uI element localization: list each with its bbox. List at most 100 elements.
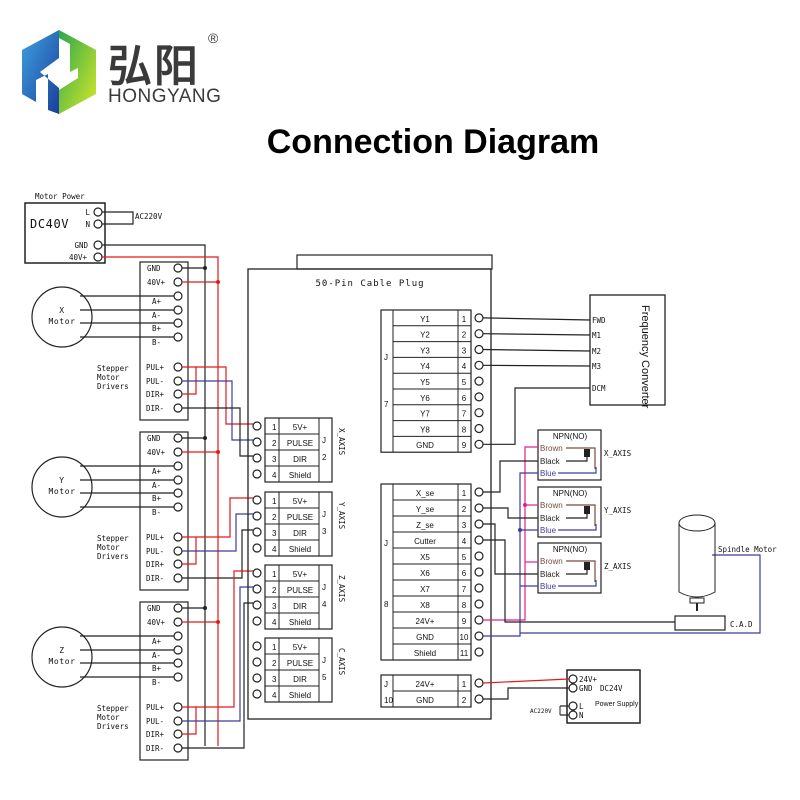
driver-signal-label: PUL-	[146, 717, 164, 726]
cutter-wire	[483, 539, 675, 623]
spindle-top	[678, 514, 716, 532]
driver-caption: Drivers	[97, 552, 129, 561]
motor-power-terminal-label: L	[86, 208, 91, 217]
pin-label: Y6	[420, 394, 430, 403]
axis-pin-terminal	[252, 453, 262, 463]
pin-number: 3	[272, 455, 277, 464]
axis-connector-name: X_AXIS	[337, 428, 346, 456]
driver-motor-terminal-label: B-	[152, 508, 161, 517]
connector-j-label: J	[322, 436, 326, 445]
motor-power-terminal-label: GND	[75, 241, 89, 250]
driver-signal-terminal	[173, 729, 183, 739]
driver-caption: Stepper	[97, 534, 129, 543]
pin-terminal	[474, 615, 484, 625]
driver-terminal-label: GND	[147, 434, 161, 443]
frequency-converter-terminal: FWD	[592, 316, 606, 325]
pin-label: GND	[416, 441, 434, 450]
pin-number: 4	[272, 471, 277, 480]
driver-signal-label: DIR+	[146, 560, 165, 569]
pin-label: Shield	[289, 691, 311, 700]
sensor-wire-label: Black	[540, 570, 561, 579]
pin-number: 1	[272, 423, 277, 432]
sensor-internal	[558, 580, 597, 587]
pin-label: PULSE	[287, 439, 313, 448]
psu-terminal-label: GND	[579, 684, 593, 693]
pin-terminal	[474, 535, 484, 545]
driver-signal-label: PUL+	[146, 363, 165, 372]
driver-motor-terminal	[173, 645, 183, 655]
pin-label: GND	[416, 696, 434, 705]
sensor-wire-label: Blue	[540, 469, 557, 478]
pin-number: 4	[272, 545, 277, 554]
pin-terminal	[474, 519, 484, 529]
psu-gnd-wire	[483, 687, 569, 700]
spindle-body	[678, 523, 716, 598]
fc-wire	[482, 317, 591, 321]
pin-terminal	[474, 408, 484, 418]
pin-label: 5V+	[293, 423, 308, 432]
pin-label: Y3	[420, 346, 430, 355]
motor-axis-label: Y	[59, 476, 64, 485]
sensor-wire-label: Brown	[540, 501, 563, 510]
pin-label: X_se	[416, 489, 435, 498]
motor-power-terminal	[93, 219, 103, 229]
pin-number: 3	[462, 346, 467, 355]
sensor-type-label: NPN(NO)	[553, 545, 588, 554]
driver-signal-terminal	[173, 389, 183, 399]
sensor-internal	[558, 467, 597, 474]
connector-j-label: J	[322, 583, 326, 592]
registered-mark: ®	[208, 30, 219, 46]
driver-power-terminal	[173, 447, 183, 457]
ac220v-label: AC220V	[135, 212, 163, 221]
pin-number: 7	[462, 585, 467, 594]
spindle-gnd-wire	[520, 554, 761, 634]
motor-power-box	[24, 202, 106, 264]
driver-motor-terminal	[173, 461, 183, 471]
pin-terminal	[474, 551, 484, 561]
pin-number: 1	[272, 643, 277, 652]
pin-number: 1	[272, 570, 277, 579]
axis-pin-terminal	[252, 568, 262, 578]
driver-caption: Drivers	[97, 722, 129, 731]
sensor-wire-label: Brown	[540, 557, 563, 566]
pin-number: 10	[460, 633, 469, 642]
brand-name-cn: 弘阳	[108, 41, 200, 92]
pin-label: Y1	[420, 315, 430, 324]
psu-label: DC24V	[600, 684, 623, 693]
driver-caption: Motor	[97, 543, 120, 552]
spindle-motor-label: Spindle Motor	[718, 545, 777, 554]
pin-label: DIR	[293, 675, 307, 684]
frequency-converter-box	[589, 294, 666, 406]
pin-number: 11	[460, 649, 469, 658]
driver-signal-terminal	[173, 403, 183, 413]
pin-number: 4	[462, 362, 467, 371]
axis-connector-name: C_AXIS	[337, 648, 346, 676]
psu-terminal-label: L	[579, 702, 584, 711]
pin-number: 2	[462, 696, 467, 705]
board-plug-top	[296, 254, 493, 270]
driver-signal-label: PUL-	[146, 377, 164, 386]
axis-pin-terminal	[252, 469, 262, 479]
psu-terminal	[568, 710, 578, 720]
sensor-internal	[558, 524, 597, 531]
pin-number: 6	[462, 394, 467, 403]
driver-motor-terminal-label: B+	[152, 494, 162, 503]
driver-power-terminal	[173, 263, 183, 273]
driver-signal-terminal	[173, 546, 183, 556]
axis-pin-terminal	[252, 584, 262, 594]
pin-terminal	[474, 329, 484, 339]
driver-signal-label: DIR-	[146, 744, 164, 753]
driver-motor-terminal-label: A+	[152, 637, 162, 646]
pin-number: 4	[272, 618, 277, 627]
sensor-internal	[566, 453, 588, 462]
fc-wire	[482, 348, 591, 352]
frequency-converter-label: Frequency Converter	[639, 305, 651, 409]
axis-pin-terminal	[252, 641, 262, 651]
pin-label: 5V+	[293, 497, 308, 506]
connector-j-label: J	[322, 656, 326, 665]
driver-motor-terminal	[173, 488, 183, 498]
driver-signal-label: DIR-	[146, 404, 164, 413]
pin-label: Y2	[420, 331, 430, 340]
motor-label: Motor	[48, 487, 75, 496]
sensor-wire-label: Blue	[540, 582, 557, 591]
